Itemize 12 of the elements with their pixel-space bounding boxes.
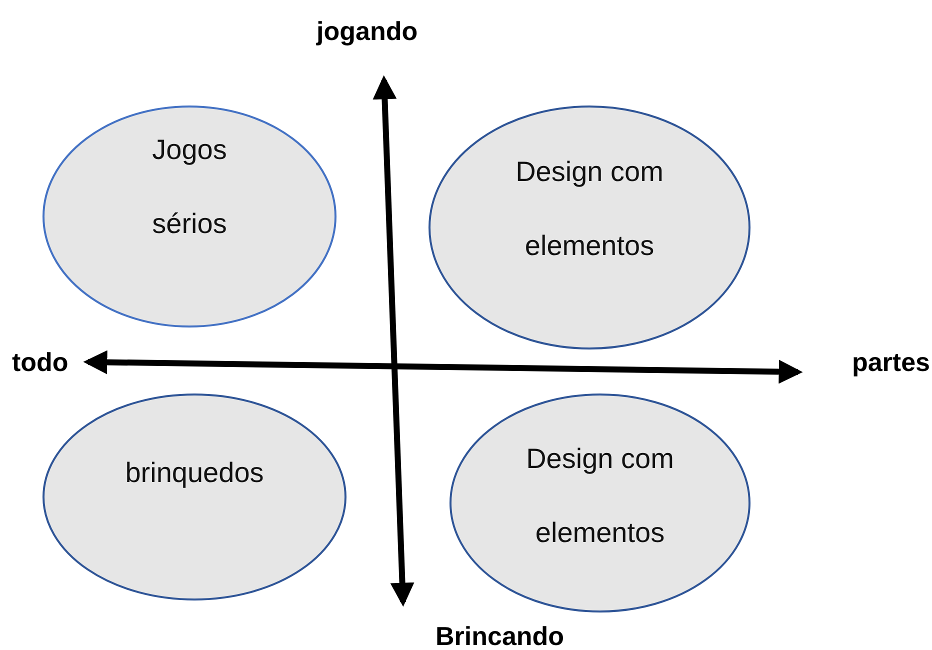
ellipse-text: brinquedos [124,456,265,490]
ellipse [449,393,751,613]
axis-label: partes [852,347,930,377]
ellipse-text: Design com elementos [514,155,664,263]
axis-label: Brincando [436,621,564,650]
ellipse [42,105,337,328]
ellipse-text: Design com elementos [525,442,675,550]
ellipse-text: Jogos sérios [151,133,228,241]
axis-label: todo [12,347,68,377]
ellipse [42,393,347,601]
ellipse [428,105,751,350]
axis-label: jogando [316,16,418,46]
